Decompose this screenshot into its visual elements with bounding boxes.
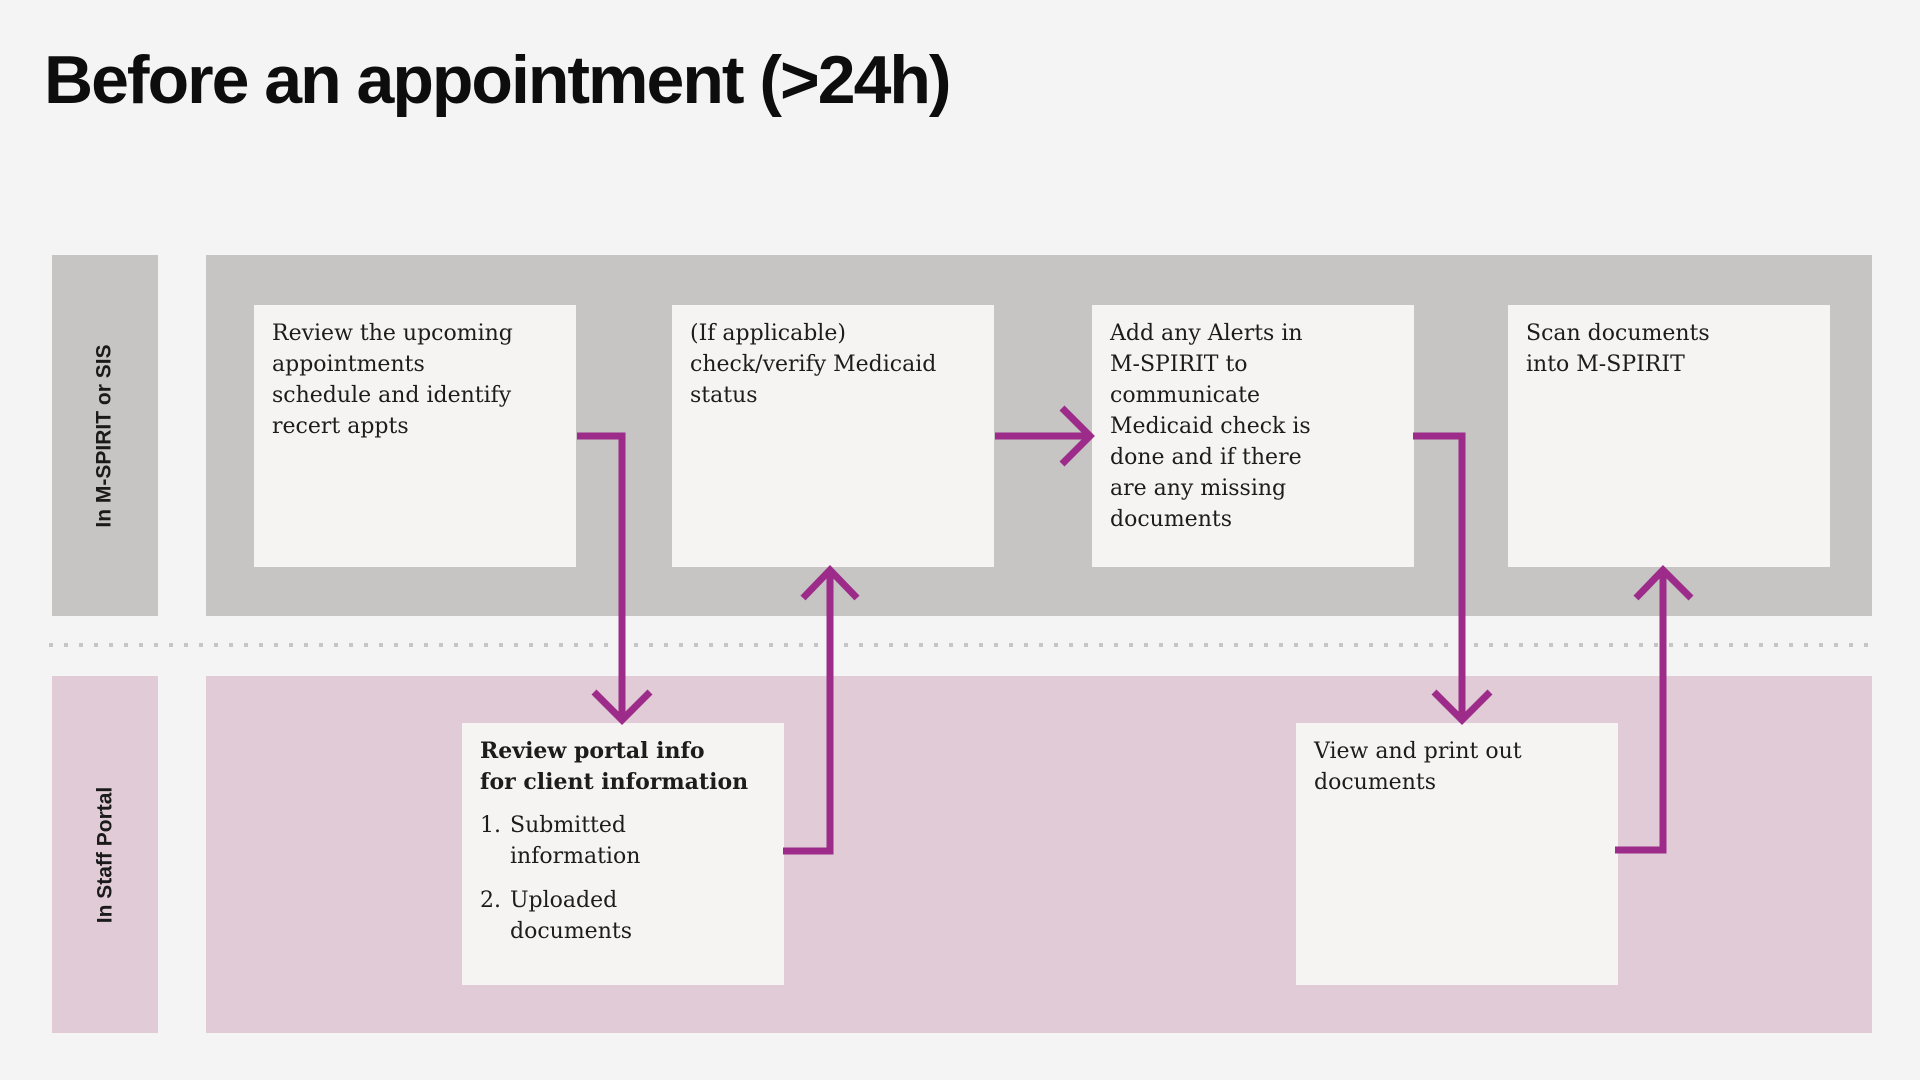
page-title: Before an appointment (>24h) [44,42,952,118]
lane-top-label: In M-SPIRIT or SIS [93,343,116,528]
list-item-text: Submitted information [510,813,641,869]
lane-top-label-band: In M-SPIRIT or SIS [52,255,158,616]
list-item-number: 1. [480,813,501,838]
flow-box-view-print: View and print out documents [1296,723,1618,985]
lane-bottom-label: In Staff Portal [93,786,117,923]
flow-box-text: Review the upcoming appointments schedul… [272,321,513,439]
list-item-text: Uploaded documents [510,888,632,944]
list-item-number: 2. [480,888,501,913]
flow-box-text: View and print out documents [1314,739,1522,795]
flow-box-check-medicaid: (If applicable) check/verify Medicaid st… [672,305,994,567]
lane-divider-dotted-line [49,643,1875,647]
list-item: 1. Submitted information [480,810,766,872]
flow-box-text: Add any Alerts in M-SPIRIT to communicat… [1110,321,1311,532]
flow-box-scan-documents: Scan documents into M-SPIRIT [1508,305,1830,567]
flow-box-add-alerts: Add any Alerts in M-SPIRIT to communicat… [1092,305,1414,567]
flow-box-heading: Review portal info for client informatio… [480,738,749,795]
lane-bottom-region [206,676,1872,1033]
lane-bottom-label-band: In Staff Portal [52,676,158,1033]
flow-box-review-portal: Review portal info for client informatio… [462,723,784,985]
list-item: 2. Uploaded documents [480,885,766,947]
flow-box-list: 1. Submitted information 2. Uploaded doc… [480,810,766,947]
flow-box-text: (If applicable) check/verify Medicaid st… [690,321,937,408]
flow-box-text: Scan documents into M-SPIRIT [1526,321,1710,377]
flow-box-review-appointments: Review the upcoming appointments schedul… [254,305,576,567]
